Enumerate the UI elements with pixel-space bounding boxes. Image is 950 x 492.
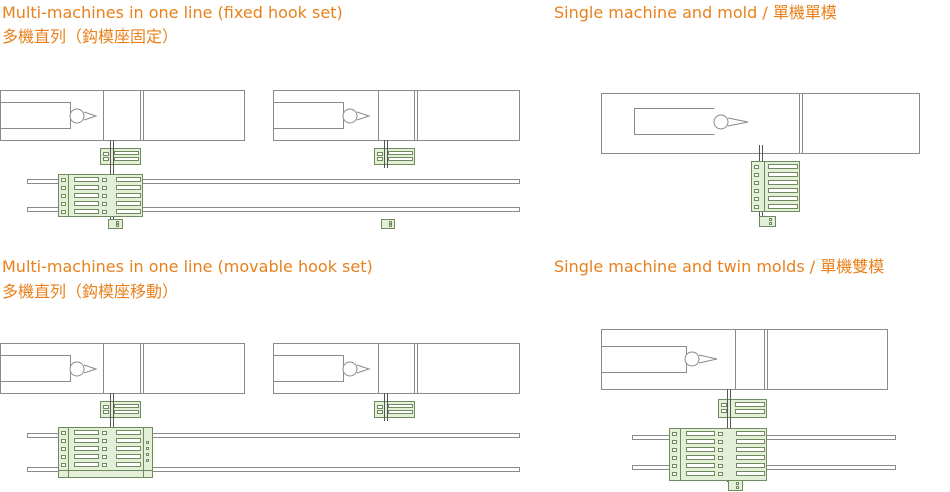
hook-block-fixed-2: [374, 140, 415, 229]
title-movable-zh: 多機直列（鈎模座移動）: [2, 282, 179, 301]
machine-2-fixed: [273, 90, 520, 141]
title-single-en: Single machine and mold / 單機單模: [554, 3, 837, 22]
hook-set-movable: [58, 393, 153, 478]
hook-block-movable-2: [374, 393, 415, 421]
machine-1-movable: [0, 343, 245, 394]
hook-set-single: [751, 145, 800, 227]
hook-set-fixed: [58, 140, 143, 229]
machine-2-movable: [273, 343, 520, 394]
machine-1-fixed: [0, 90, 245, 141]
rails-fixed: [27, 179, 520, 212]
rails-movable: [27, 433, 520, 472]
machine-twin: [601, 329, 888, 390]
title-twin-en: Single machine and twin molds / 單機雙模: [554, 257, 885, 276]
machine-single: [601, 93, 920, 154]
title-fixed-zh: 多機直列（鈎模座固定）: [2, 27, 179, 46]
hook-set-twin: [669, 389, 767, 491]
title-movable-en: Multi-machines in one line (movable hook…: [2, 257, 373, 276]
title-fixed-en: Multi-machines in one line (fixed hook s…: [2, 3, 343, 22]
